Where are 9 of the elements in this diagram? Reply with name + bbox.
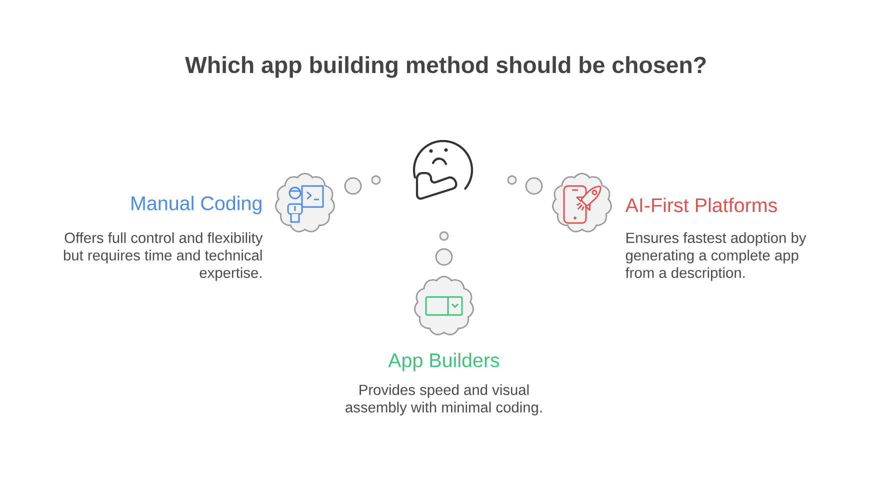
- description: Ensures fastest adoption by generating a complete app from a description.: [625, 232, 806, 281]
- description: Provides speed and visual assembly with minimal coding.: [346, 384, 542, 416]
- description: Offers full control and flexibility but requires time and technical expertise.: [64, 232, 263, 281]
- heading: AI-First Platforms: [625, 198, 777, 212]
- heading: Manual Coding: [132, 196, 262, 214]
- title: Which app building method should be chosen?: [185, 56, 706, 78]
- thought-cloud: [414, 276, 474, 336]
- heading: App Builders: [388, 352, 500, 372]
- thought-cloud: [552, 172, 612, 232]
